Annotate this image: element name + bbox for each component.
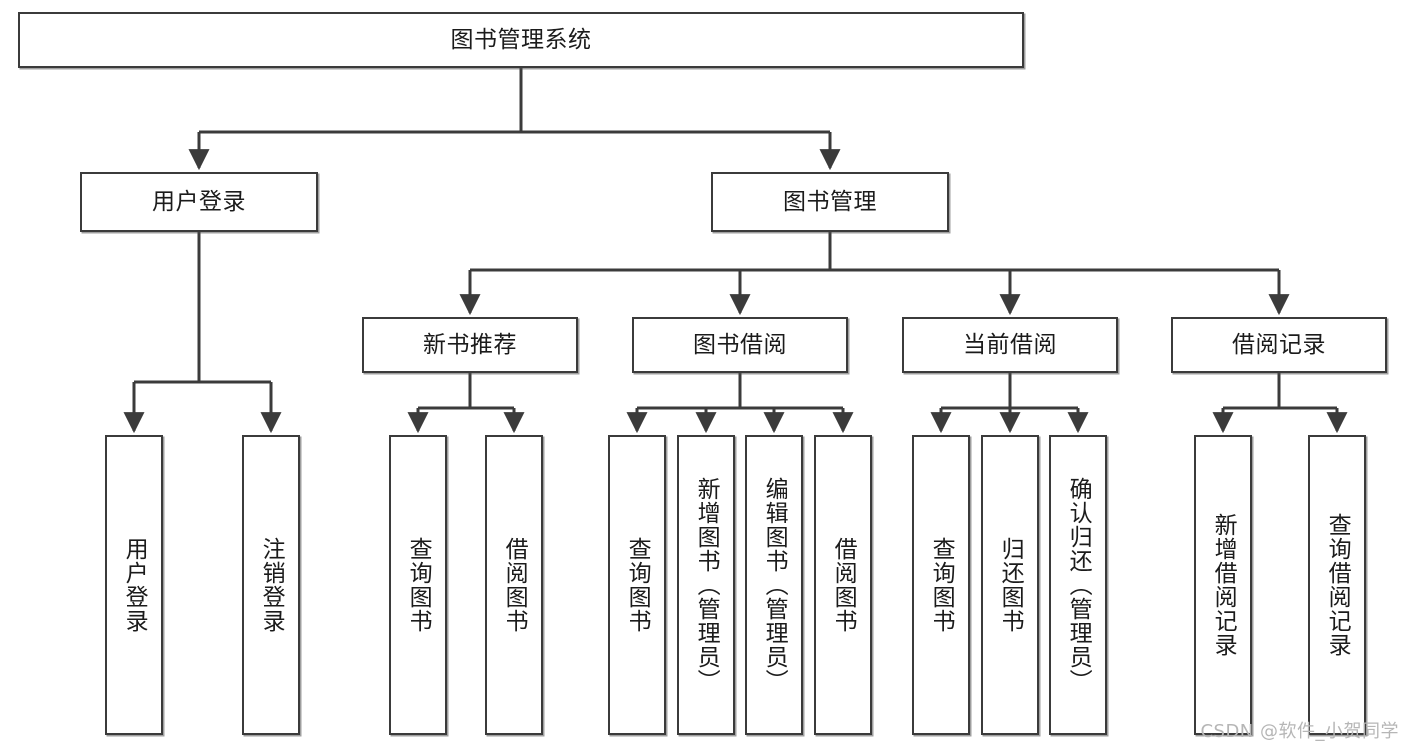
node-new-book-recommend-label: 新书推荐 bbox=[423, 331, 517, 358]
leaf-current-borrow-3-label: 确认归还（管理员） bbox=[1065, 477, 1092, 693]
node-current-borrow-label: 当前借阅 bbox=[963, 331, 1057, 358]
leaf-borrow-record-1-label: 新增借阅记录 bbox=[1210, 513, 1237, 657]
node-user-login[interactable]: 用户登录 bbox=[80, 172, 318, 232]
leaf-current-borrow-1[interactable]: 查询图书 bbox=[912, 435, 970, 735]
node-book-borrow[interactable]: 图书借阅 bbox=[632, 317, 848, 373]
leaf-book-borrow-3-label: 编辑图书（管理员） bbox=[761, 477, 788, 693]
leaf-new-book-recommend-1[interactable]: 查询图书 bbox=[389, 435, 447, 735]
node-borrow-record-label: 借阅记录 bbox=[1232, 331, 1326, 358]
node-root[interactable]: 图书管理系统 bbox=[18, 12, 1024, 68]
leaf-book-borrow-2[interactable]: 新增图书（管理员） bbox=[677, 435, 735, 735]
node-book-manage-label: 图书管理 bbox=[783, 188, 877, 215]
leaf-new-book-recommend-2[interactable]: 借阅图书 bbox=[485, 435, 543, 735]
leaf-book-borrow-4-label: 借阅图书 bbox=[830, 537, 857, 633]
leaf-user-login-1[interactable]: 用户登录 bbox=[105, 435, 163, 735]
node-book-manage[interactable]: 图书管理 bbox=[711, 172, 949, 232]
leaf-new-book-recommend-1-label: 查询图书 bbox=[405, 537, 432, 633]
leaf-borrow-record-2-label: 查询借阅记录 bbox=[1324, 513, 1351, 657]
watermark: CSDN @软件_小贺同学 bbox=[1200, 721, 1399, 742]
leaf-book-borrow-3[interactable]: 编辑图书（管理员） bbox=[745, 435, 803, 735]
leaf-current-borrow-2[interactable]: 归还图书 bbox=[981, 435, 1039, 735]
leaf-current-borrow-3[interactable]: 确认归还（管理员） bbox=[1049, 435, 1107, 735]
leaf-book-borrow-2-label: 新增图书（管理员） bbox=[693, 477, 720, 693]
node-root-label: 图书管理系统 bbox=[450, 26, 592, 53]
leaf-current-borrow-1-label: 查询图书 bbox=[928, 537, 955, 633]
node-current-borrow[interactable]: 当前借阅 bbox=[902, 317, 1118, 373]
leaf-borrow-record-2[interactable]: 查询借阅记录 bbox=[1308, 435, 1366, 735]
leaf-user-login-1-label: 用户登录 bbox=[121, 537, 148, 633]
leaf-book-borrow-1[interactable]: 查询图书 bbox=[608, 435, 666, 735]
leaf-user-login-2[interactable]: 注销登录 bbox=[242, 435, 300, 735]
leaf-book-borrow-4[interactable]: 借阅图书 bbox=[814, 435, 872, 735]
node-new-book-recommend[interactable]: 新书推荐 bbox=[362, 317, 578, 373]
node-user-login-label: 用户登录 bbox=[152, 188, 246, 215]
leaf-borrow-record-1[interactable]: 新增借阅记录 bbox=[1194, 435, 1252, 735]
node-borrow-record[interactable]: 借阅记录 bbox=[1171, 317, 1387, 373]
leaf-book-borrow-1-label: 查询图书 bbox=[624, 537, 651, 633]
leaf-user-login-2-label: 注销登录 bbox=[258, 537, 285, 633]
leaf-current-borrow-2-label: 归还图书 bbox=[997, 537, 1024, 633]
leaf-new-book-recommend-2-label: 借阅图书 bbox=[501, 537, 528, 633]
node-book-borrow-label: 图书借阅 bbox=[693, 331, 787, 358]
